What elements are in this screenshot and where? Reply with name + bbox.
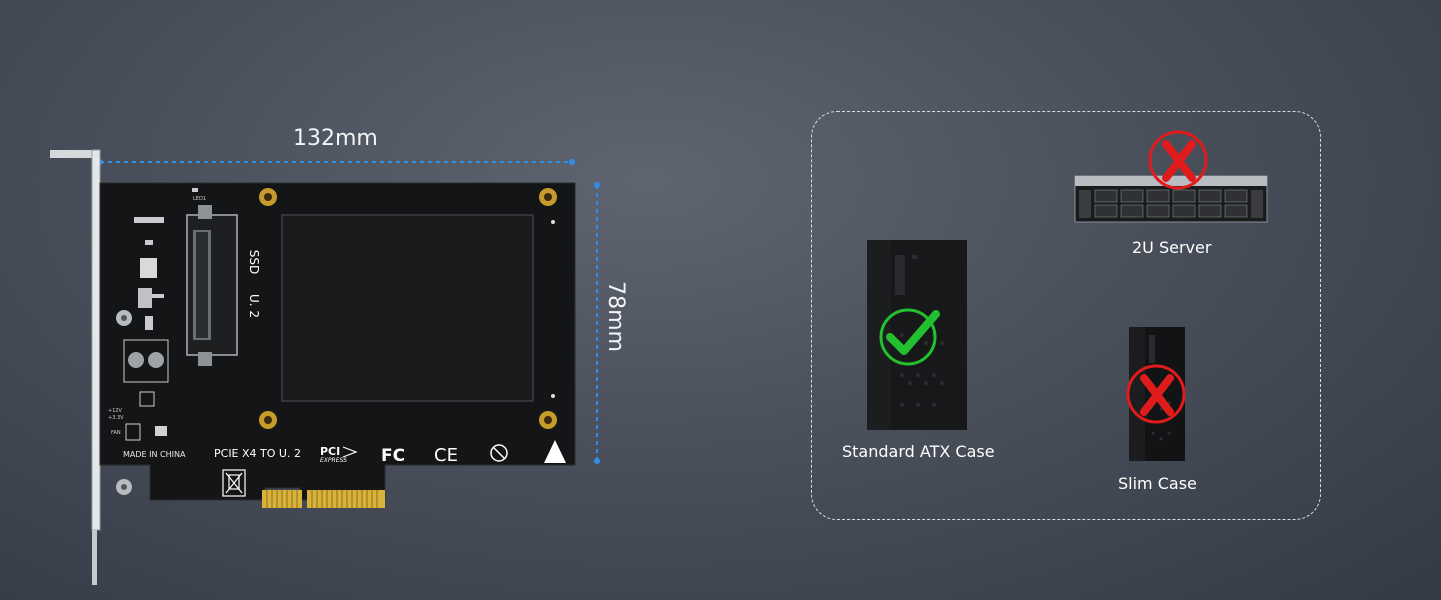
- pb-free-icon: [490, 444, 508, 462]
- power-label-3v3: +3.3V: [108, 415, 124, 421]
- gold-fingers: [262, 490, 385, 508]
- pci-logo-text: PCI: [320, 445, 340, 458]
- connector-sublabel: U. 2: [247, 294, 261, 318]
- u2-connector: [186, 205, 238, 366]
- check-mark-icon: [879, 308, 940, 366]
- express-logo-text: EXPRESS: [320, 457, 347, 464]
- x-mark-icon-server: [1148, 130, 1208, 190]
- made-in-label: MADE IN CHINA: [123, 450, 186, 459]
- x-mark-icon-slim: [1126, 364, 1186, 424]
- pcb-components: [123, 188, 198, 441]
- slim-case-label: Slim Case: [1118, 474, 1197, 493]
- 2u-server-label: 2U Server: [1132, 238, 1212, 257]
- 2u-server-icon: [1074, 175, 1268, 223]
- led-label: LED1: [193, 196, 206, 202]
- pci-arrow-mark: [342, 446, 358, 458]
- esd-warning-icon: [544, 440, 566, 463]
- ce-mark: CE: [434, 445, 458, 466]
- width-dimension-line: [97, 159, 575, 165]
- model-label: PCIE X4 TO U. 2: [214, 447, 301, 460]
- fan-label: FAN: [111, 430, 121, 436]
- connector-label: SSD: [247, 250, 261, 274]
- mounting-holes: [116, 188, 557, 495]
- metal-bracket: [50, 149, 101, 585]
- height-dimension-line: [594, 182, 600, 464]
- power-label-12v: +12V: [108, 408, 123, 414]
- ssd-mounting-area: [281, 214, 534, 402]
- fc-mark: FC: [381, 446, 405, 466]
- compatibility-panel: [811, 111, 1321, 520]
- width-dimension-label: 132mm: [293, 126, 378, 151]
- pcie-card-illustration: SSD U. 2 LED1 +12V +3.3V FAN MADE IN CHI…: [50, 149, 600, 585]
- weee-bin-icon: [222, 469, 246, 497]
- standard-atx-case-label: Standard ATX Case: [842, 442, 995, 461]
